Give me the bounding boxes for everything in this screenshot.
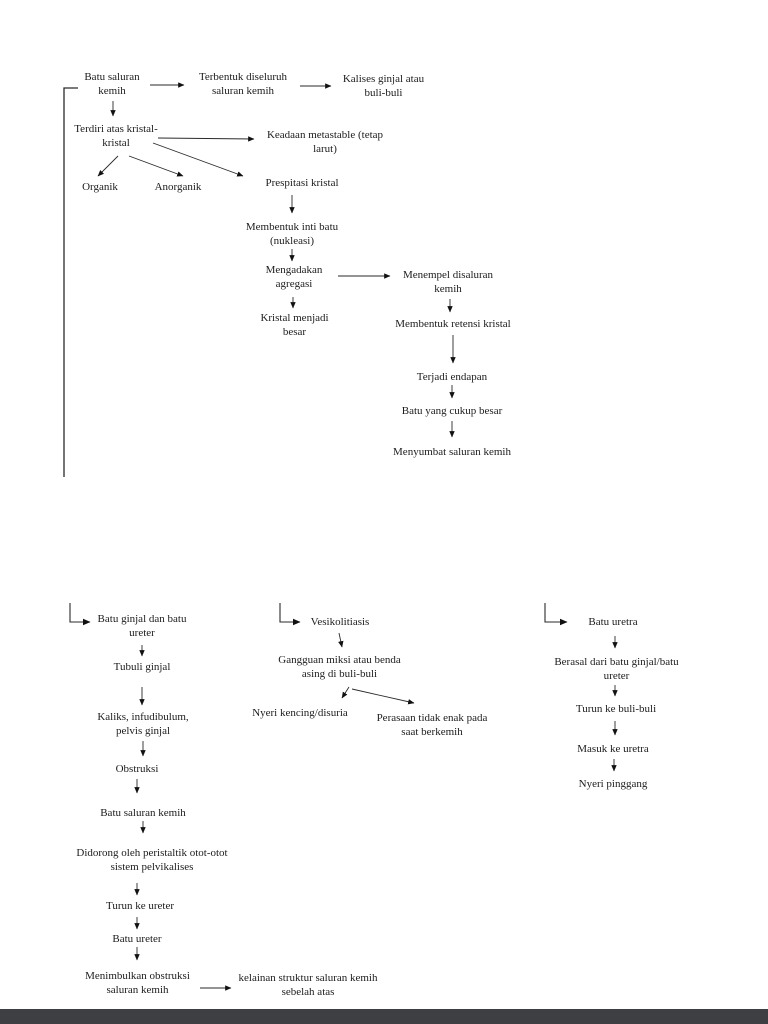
flow-node-berasal-dari-batu: Berasal dari batu ginjal/batu ureter (554, 656, 679, 682)
left-bracket-line (63, 87, 78, 477)
flow-node-organik: Organik (82, 181, 118, 193)
flow-node-perasaan-tidak-enak: Perasaan tidak enak pada saat berkemih (376, 712, 488, 738)
flow-node-kristal-menjadi-besar: Kristal menjadi besar (260, 312, 329, 338)
flow-node-terdiri-atas-kristal: Terdiri atas kristal-kristal (74, 123, 158, 149)
flow-node-keadaan-metastable: Keadaan metastable (tetap larut) (266, 129, 384, 155)
flow-node-turun-ke-buli-buli: Turun ke buli-buli (575, 703, 657, 715)
flow-node-vesikolitiasis: Vesikolitiasis (310, 616, 370, 628)
flow-node-didorong-peristaltik: Didorong oleh peristaltik otot-otot sist… (76, 847, 228, 873)
flow-node-gangguan-miksi: Gangguan miksi atau benda asing di buli-… (278, 654, 401, 680)
flow-node-nyeri-pinggang: Nyeri pinggang (578, 778, 648, 790)
flow-node-obstruksi: Obstruksi (115, 763, 159, 775)
flow-node-nyeri-kencing: Nyeri kencing/disuria (252, 707, 348, 719)
flow-node-tubuli-ginjal: Tubuli ginjal (113, 661, 171, 673)
flow-node-batu-cukup-besar: Batu yang cukup besar (401, 405, 503, 417)
flow-node-membentuk-retensi: Membentuk retensi kristal (395, 318, 511, 330)
flow-node-batu-saluran-kemih-2: Batu saluran kemih (100, 807, 186, 819)
flow-node-kalises-ginjal: Kalises ginjal atau buli-buli (342, 73, 425, 99)
flow-node-mengadakan-agregasi: Mengadakan agregasi (265, 264, 323, 290)
flow-node-terbentuk-diseluruh: Terbentuk diseluruh saluran kemih (198, 71, 288, 97)
flow-node-batu-ureter: Batu ureter (112, 933, 162, 945)
flow-node-batu-ginjal-dan-ureter: Batu ginjal dan batu ureter (97, 613, 187, 639)
flow-node-masuk-ke-uretra: Masuk ke uretra (577, 743, 649, 755)
flow-node-batu-saluran-kemih: Batu saluran kemih (84, 71, 140, 97)
flow-node-terjadi-endapan: Terjadi endapan (416, 371, 488, 383)
flow-node-anorganik: Anorganik (154, 181, 202, 193)
flow-node-turun-ke-ureter: Turun ke ureter (105, 900, 175, 912)
flow-node-menimbulkan-obstruksi: Menimbulkan obstruksi saluran kemih (85, 970, 190, 996)
flow-node-menyumbat-saluran: Menyumbat saluran kemih (393, 446, 511, 458)
flow-node-kaliks-infudibulum: Kaliks, infudibulum, pelvis ginjal (97, 711, 189, 737)
flow-node-batu-uretra: Batu uretra (588, 616, 638, 628)
flow-node-kelainan-struktur: kelainan struktur saluran kemih sebelah … (238, 972, 378, 998)
flow-node-menempel-disaluran: Menempel disaluran kemih (402, 269, 494, 295)
page-bottom-edge-bar (0, 1009, 768, 1024)
flow-node-prespitasi-kristal: Prespitasi kristal (265, 177, 339, 189)
flow-node-membentuk-inti-batu: Membentuk inti batu (nukleasi) (245, 221, 339, 247)
